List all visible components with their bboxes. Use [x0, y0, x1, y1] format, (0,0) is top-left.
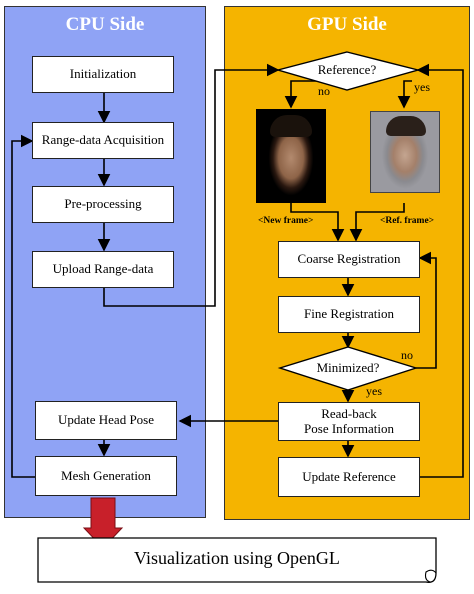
new-frame-hair	[270, 115, 312, 137]
reference-yes-label: yes	[414, 80, 430, 94]
new-frame-face-image	[256, 109, 326, 203]
read-back-pose-box: Read-back Pose Information	[278, 402, 420, 441]
new-frame-label: <New frame>	[258, 216, 314, 226]
mesh-generation-box: Mesh Generation	[35, 456, 177, 496]
reference-diamond	[275, 51, 421, 91]
read-back-line2: Pose Information	[304, 420, 394, 436]
ref-frame-label: <Ref. frame>	[380, 216, 435, 226]
initialization-box: Initialization	[32, 56, 174, 93]
update-head-pose-box: Update Head Pose	[35, 401, 177, 440]
minimized-yes-label: yes	[366, 384, 382, 398]
fine-registration-box: Fine Registration	[278, 296, 420, 333]
cpu-panel-title: CPU Side	[65, 14, 145, 35]
update-reference-box: Update Reference	[278, 457, 420, 497]
reference-no-label: no	[318, 84, 330, 98]
gpu-panel-title: GPU Side	[307, 14, 387, 35]
range-data-acquisition-box: Range-data Acquisition	[32, 122, 174, 159]
ref-frame-hair	[386, 116, 426, 136]
read-back-line1: Read-back	[321, 405, 377, 421]
preprocessing-box: Pre-processing	[32, 186, 174, 223]
upload-range-data-box: Upload Range-data	[32, 251, 174, 288]
coarse-registration-box: Coarse Registration	[278, 241, 420, 278]
reference-decision-label: Reference?	[317, 62, 377, 77]
ref-frame-face-image	[370, 111, 440, 193]
visualization-label: Visualization using OpenGL	[134, 548, 340, 568]
minimized-diamond	[277, 346, 419, 391]
minimized-no-label: no	[401, 348, 413, 362]
minimized-decision-label: Minimized?	[316, 360, 380, 375]
